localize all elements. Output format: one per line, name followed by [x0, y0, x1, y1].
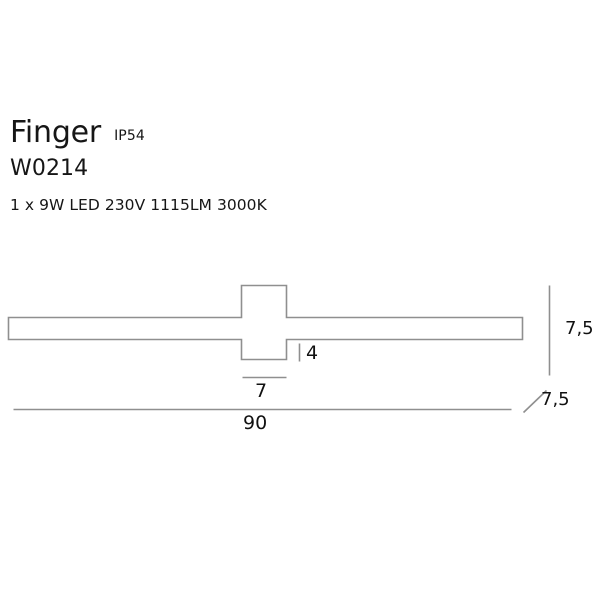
dimension-label-plate-width: 7 — [255, 380, 268, 402]
dimension-label-depth-right: 7,5 — [541, 389, 570, 410]
dimension-label-total-length: 90 — [243, 412, 268, 434]
fixture-body-path — [7, 284, 524, 361]
page-title: Finger — [10, 115, 102, 150]
fixture-outline — [7, 284, 524, 361]
product-specification: 1 x 9W LED 230V 1115LM 3000K — [10, 196, 267, 214]
dimension-label-depth-front: 4 — [306, 342, 319, 364]
dimension-label-height-right: 7,5 — [565, 318, 594, 339]
product-header: Finger IP54 W0214 1 x 9W LED 230V 1115LM… — [10, 118, 570, 214]
title-row: Finger IP54 — [10, 118, 570, 154]
dimension-line-depth-right — [522, 389, 548, 414]
ip-rating-badge: IP54 — [114, 128, 145, 144]
product-code: W0214 — [10, 156, 89, 181]
